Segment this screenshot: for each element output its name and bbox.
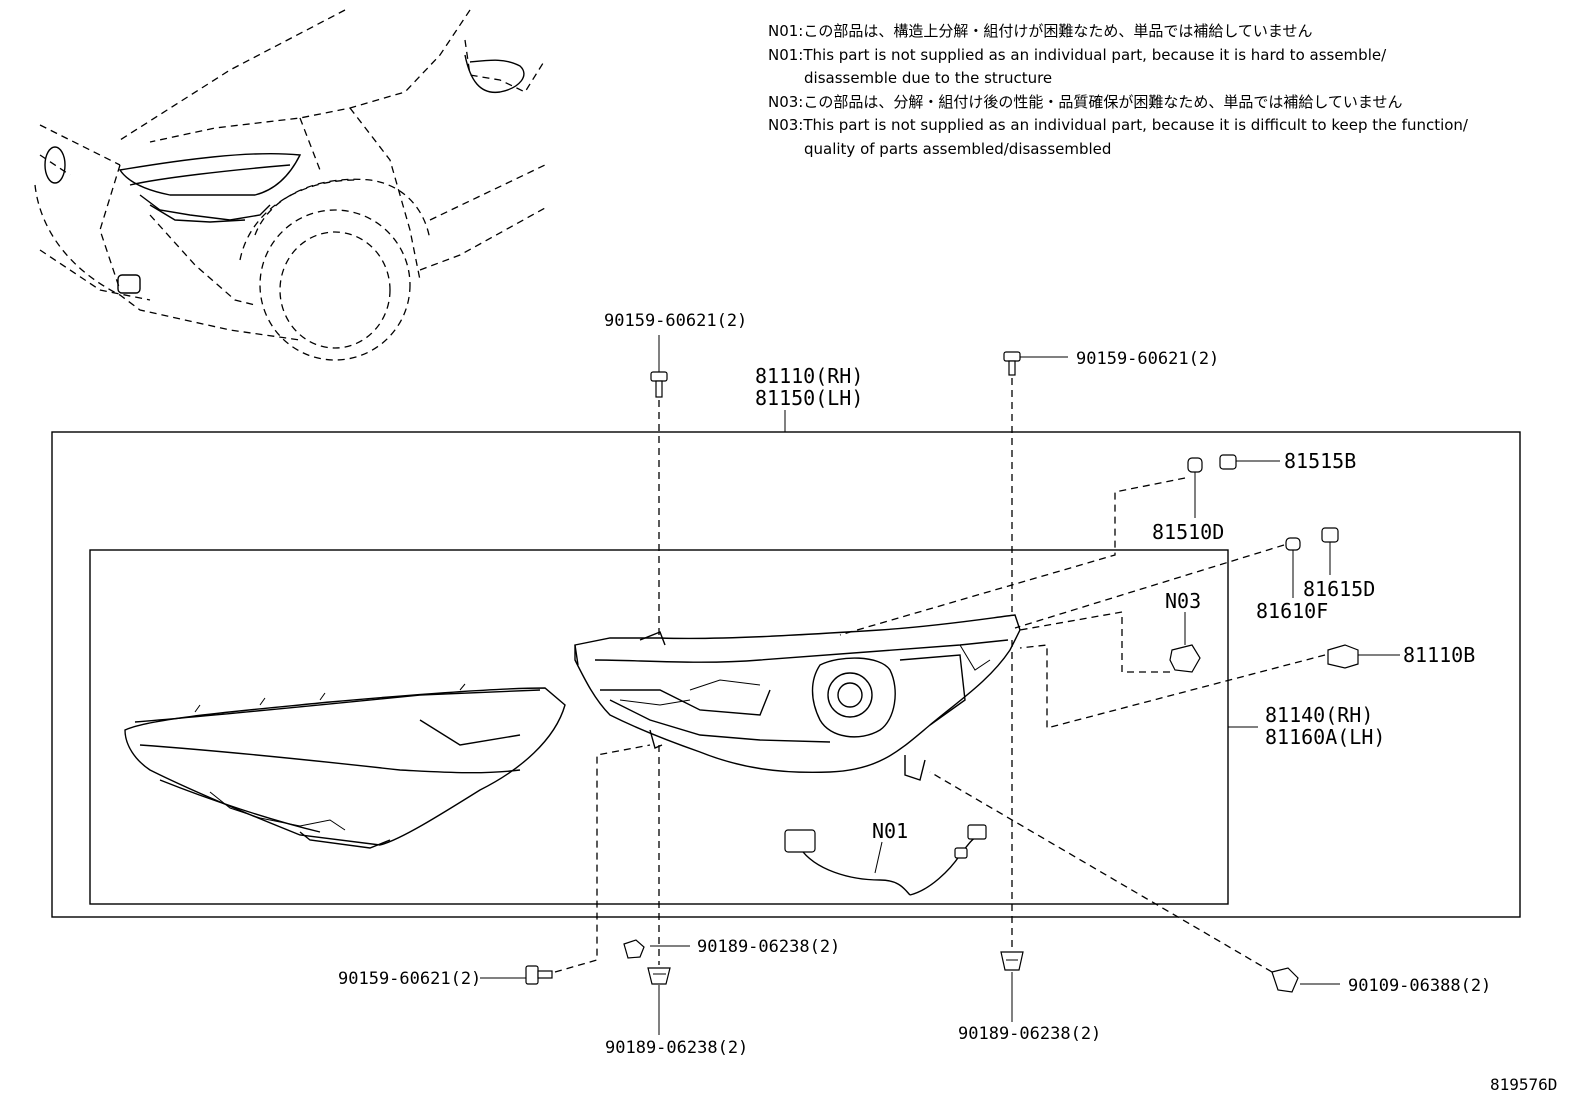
bolt-top-left-icon — [650, 371, 668, 398]
callout-screw-bottom-right: 90109-06388(2) — [1348, 976, 1491, 996]
assembly-outer-box — [51, 431, 1521, 918]
clip-bottom-left-icon — [647, 967, 671, 985]
callout-bolt-top-right: 90159-60621(2) — [1076, 349, 1219, 369]
note-line: N03:この部品は、分解・組付け後の性能・品質確保が困難なため、単品では補給して… — [768, 92, 1403, 111]
clip-upper-icon — [623, 939, 645, 959]
callout-bolt-bottom-left: 90159-60621(2) — [338, 969, 481, 989]
callout-bulb-81610f: 81610F — [1256, 599, 1328, 623]
assembly-inner-box — [89, 549, 1229, 905]
callout-headlamp-rh: 81110(RH) — [755, 364, 863, 388]
bulb-81110b-icon — [1327, 644, 1359, 669]
callout-housing-lh: 81160A(LH) — [1265, 725, 1385, 749]
clip-bottom-center-icon — [1000, 951, 1024, 971]
bulb-81610f-icon — [1285, 537, 1301, 551]
vehicle-overview — [34, 9, 546, 361]
socket-n03-icon — [1169, 644, 1201, 673]
bulb-81510d-icon — [1187, 457, 1203, 473]
callout-socket-81515b: 81515B — [1284, 449, 1356, 473]
callout-clip-bottom-left: 90189-06238(2) — [605, 1038, 748, 1058]
callout-clip-bottom-center: 90189-06238(2) — [958, 1024, 1101, 1044]
bolt-bottom-left-icon — [525, 965, 553, 985]
wire-harness-n01 — [784, 824, 987, 896]
bolt-top-right-icon — [1003, 351, 1021, 376]
callout-bulb-81510d: 81510D — [1152, 520, 1224, 544]
note-line: disassemble due to the structure — [804, 69, 1053, 87]
note-line: N03:This part is not supplied as an indi… — [768, 116, 1468, 134]
callout-bolt-top-left: 90159-60621(2) — [604, 311, 747, 331]
socket-81515b-icon — [1219, 454, 1237, 470]
callout-bulb-81110b: 81110B — [1403, 643, 1475, 667]
callout-headlamp-lh: 81150(LH) — [755, 386, 863, 410]
callout-n03: N03 — [1165, 589, 1201, 613]
headlamp-housing — [574, 614, 1021, 781]
note-line: N01:This part is not supplied as an indi… — [768, 45, 1387, 64]
diagram-id: 819576D — [1490, 1075, 1557, 1094]
socket-81615d-icon — [1321, 527, 1339, 543]
callout-clip-upper: 90189-06238(2) — [697, 937, 840, 957]
notes-block: N01:この部品は、構造上分解・組付けが困難なため、単品では補給していません N… — [768, 20, 1568, 161]
callout-housing-rh: 81140(RH) — [1265, 703, 1373, 727]
callout-n01: N01 — [872, 819, 908, 843]
note-line: quality of parts assembled/disassembled — [804, 139, 1112, 158]
headlamp-lens — [124, 683, 566, 849]
callout-socket-81615d: 81615D — [1303, 577, 1375, 601]
screw-bottom-right-icon — [1271, 967, 1299, 993]
note-line: N01:この部品は、構造上分解・組付けが困難なため、単品では補給していません — [768, 22, 1313, 40]
